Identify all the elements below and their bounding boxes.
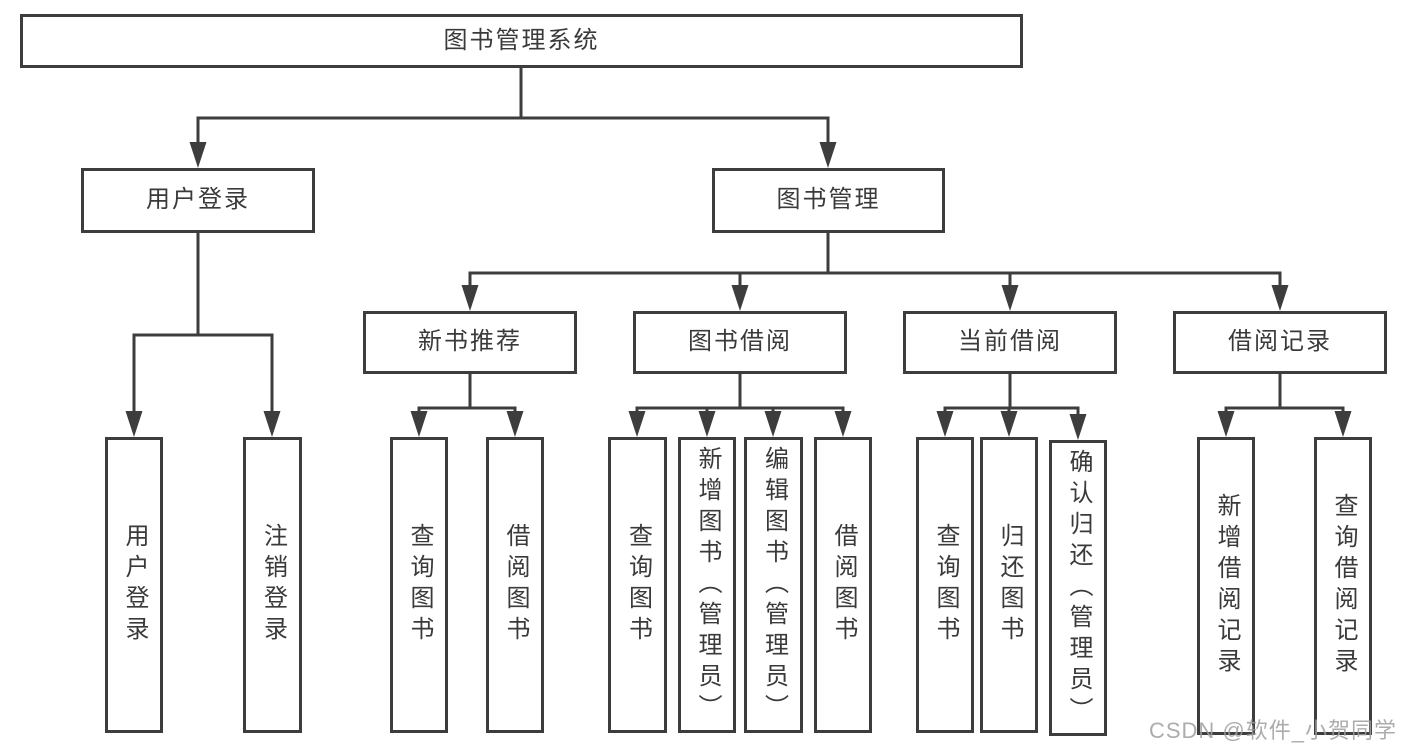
node-current-borrow: 当前借阅 [903,311,1117,374]
node-label: 图书管理系统 [443,26,600,54]
leaf-records-add-record: 新增借阅记录 [1197,437,1255,735]
node-label: 新书推荐 [418,328,522,356]
node-new-book-recommend: 新书推荐 [363,311,577,374]
node-root: 图书管理系统 [20,14,1023,68]
node-book-management: 图书管理 [712,168,945,233]
node-label: 确认归还（管理员） [1065,448,1092,728]
node-label: 借阅图书 [830,523,857,647]
node-label: 当前借阅 [958,328,1062,356]
node-label: 借阅记录 [1228,328,1332,356]
leaf-login-logout: 注销登录 [243,437,302,733]
node-label: 查询图书 [624,523,652,647]
leaf-current-confirm-return-admin: 确认归还（管理员） [1049,440,1107,736]
leaf-current-query-books: 查询图书 [916,437,974,733]
node-label: 借阅图书 [502,523,529,647]
node-label: 用户登录 [121,523,148,647]
node-label: 查询图书 [406,523,433,647]
leaf-borrow-query-books: 查询图书 [608,437,667,733]
node-book-borrow: 图书借阅 [633,311,847,374]
node-label: 注销登录 [259,523,287,647]
node-label: 编辑图书（管理员） [760,445,788,725]
leaf-recommend-borrow-books: 借阅图书 [486,437,544,733]
node-label: 归还图书 [996,523,1023,647]
node-label: 查询图书 [932,523,959,647]
node-label: 查询借阅记录 [1330,493,1357,679]
leaf-borrow-add-books-admin: 新增图书（管理员） [678,437,736,733]
leaf-borrow-edit-books-admin: 编辑图书（管理员） [744,437,803,733]
leaf-records-query-record: 查询借阅记录 [1314,437,1372,735]
leaf-recommend-query-books: 查询图书 [390,437,448,733]
node-label: 新增借阅记录 [1213,493,1240,679]
leaf-current-return-books: 归还图书 [980,437,1038,733]
node-label: 图书管理 [776,186,881,214]
node-label: 新增图书（管理员） [694,445,721,725]
node-label: 图书借阅 [688,328,792,356]
node-borrow-records: 借阅记录 [1173,311,1387,374]
leaf-borrow-borrow-books: 借阅图书 [814,437,872,733]
node-label: 用户登录 [146,186,250,214]
watermark: CSDN @软件_小贺同学 [1148,718,1397,743]
leaf-login-user-login: 用户登录 [105,437,163,733]
node-user-login: 用户登录 [81,168,315,233]
